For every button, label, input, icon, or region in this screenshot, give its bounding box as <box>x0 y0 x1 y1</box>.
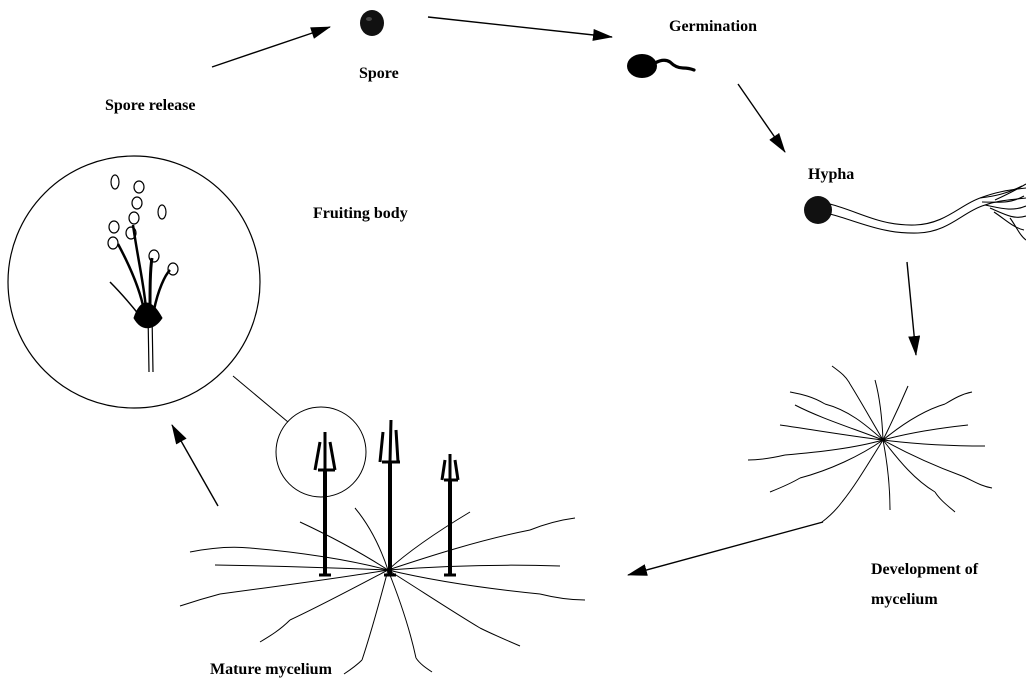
label-development-line1: Development of <box>871 560 978 580</box>
cycle-arrows <box>172 17 916 575</box>
arrow-release-to-spore <box>212 27 330 67</box>
arrow-germination-to-hypha <box>738 84 785 152</box>
label-spore-release: Spore release <box>105 96 196 116</box>
arrow-hypha-to-development <box>907 262 916 355</box>
label-fruiting-body: Fruiting body <box>313 204 408 224</box>
hypha-icon <box>804 184 1026 240</box>
zoom-connector <box>233 376 288 422</box>
label-spore: Spore <box>359 64 399 84</box>
spore-icon <box>360 10 384 36</box>
arrow-spore-to-germination <box>428 17 612 37</box>
label-mature-mycelium: Mature mycelium <box>210 660 332 680</box>
arrow-development-to-mature <box>628 522 823 575</box>
developing-mycelium-icon <box>748 366 992 522</box>
label-germination: Germination <box>669 17 757 37</box>
germinating-spore-icon <box>627 54 694 78</box>
zoom-circle-small <box>276 407 366 497</box>
fruiting-body-icon <box>108 175 178 372</box>
mature-mycelium-icon <box>180 420 585 674</box>
arrow-mature-to-fruiting <box>172 425 218 506</box>
label-hypha: Hypha <box>808 165 854 185</box>
fruiting-body-circle <box>8 156 260 408</box>
label-development-line2: mycelium <box>871 590 938 610</box>
